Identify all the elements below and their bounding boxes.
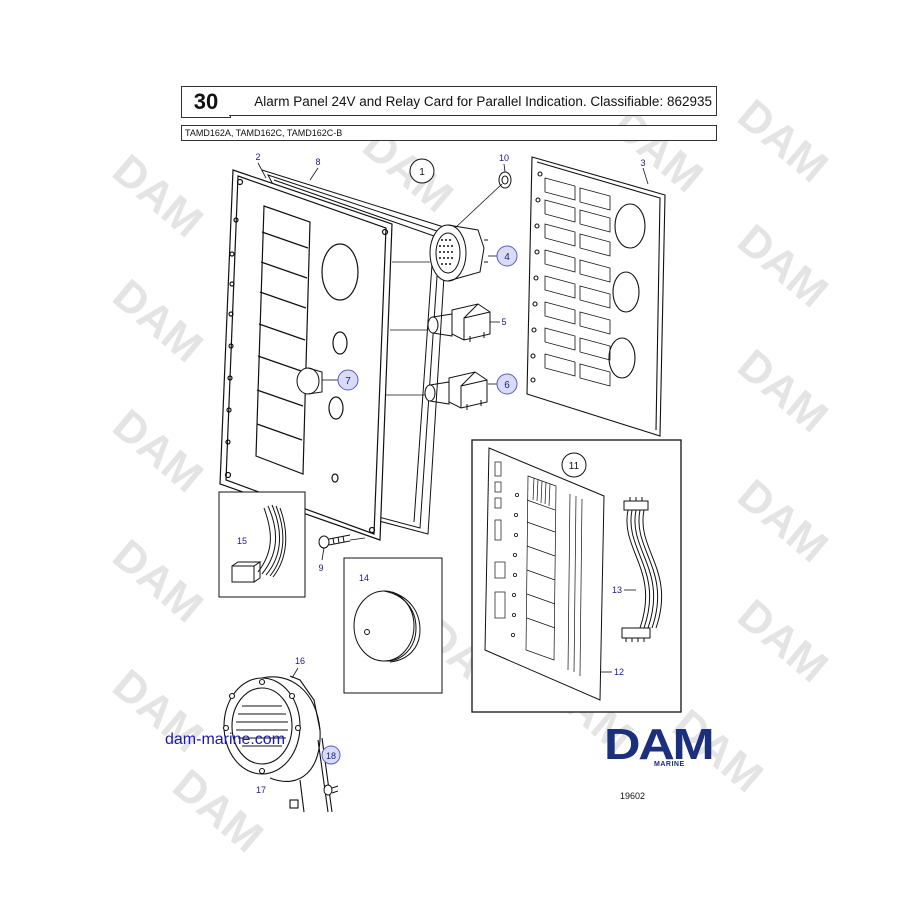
logo-wordmark: DAM xyxy=(604,720,715,769)
indicator-lamp xyxy=(296,367,323,395)
page-title-text: Alarm Panel 24V and Relay Card for Paral… xyxy=(254,93,712,109)
page-number-box: 30 xyxy=(181,86,231,118)
website-link[interactable]: dam-marine.com xyxy=(165,731,286,748)
horn-nut xyxy=(323,784,339,796)
callout-12: 12 xyxy=(614,667,624,677)
callout-13: 13 xyxy=(612,585,622,595)
callout-14: 14 xyxy=(359,573,369,583)
page-title: Alarm Panel 24V and Relay Card for Paral… xyxy=(229,86,717,116)
callout-17: 17 xyxy=(256,785,266,795)
callout-5: 5 xyxy=(501,317,506,327)
callout-7: 7 xyxy=(345,376,351,387)
callout-1: 1 xyxy=(419,167,425,178)
front-panel xyxy=(219,169,393,541)
push-button-6 xyxy=(424,371,488,410)
callout-10: 10 xyxy=(499,153,509,163)
logo-subtext: MARINE xyxy=(654,761,685,768)
drawing-number: 19602 xyxy=(620,791,646,801)
leader-lines xyxy=(257,162,649,679)
callout-3: 3 xyxy=(640,158,645,168)
buzzer xyxy=(429,224,488,282)
push-button-5 xyxy=(427,303,491,342)
dam-marine-logo: DAM MARINE xyxy=(604,723,738,773)
engine-models-text: TAMD162A, TAMD162C, TAMD162C-B xyxy=(185,128,343,138)
horn xyxy=(222,675,333,813)
callout-2: 2 xyxy=(255,152,260,162)
callout-6: 6 xyxy=(504,380,510,391)
callout-8: 8 xyxy=(315,157,320,167)
back-plate xyxy=(526,156,666,437)
callout-18: 18 xyxy=(326,751,336,761)
engine-models: TAMD162A, TAMD162C, TAMD162C-B xyxy=(181,125,717,141)
assembly-lines xyxy=(349,183,503,541)
callout-4: 4 xyxy=(504,252,510,263)
callout-15: 15 xyxy=(237,536,247,546)
callout-circles xyxy=(321,158,587,765)
wire-harness-box xyxy=(218,491,306,598)
callout-16: 16 xyxy=(295,656,305,666)
relay-card-box xyxy=(471,439,682,713)
bell-box xyxy=(343,557,443,694)
callout-9: 9 xyxy=(318,563,323,573)
callout-11: 11 xyxy=(569,461,580,472)
